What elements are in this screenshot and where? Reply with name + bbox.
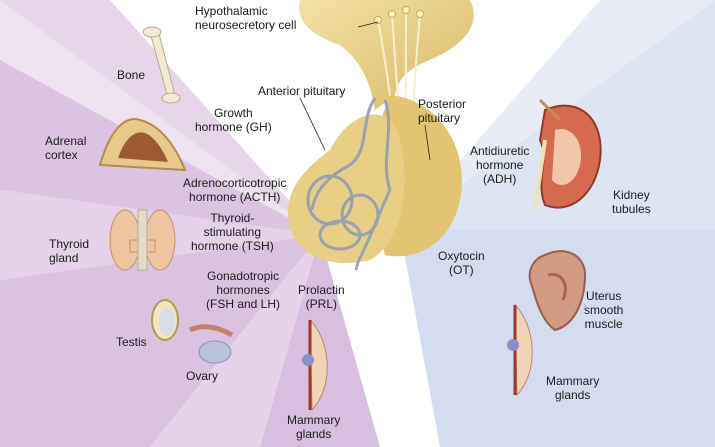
growth-hormone-label: Growth hormone (GH): [195, 106, 272, 134]
oxytocin-label: Oxytocin (OT): [438, 249, 485, 277]
kidney-illustration: [533, 98, 602, 211]
mammary-illustration-left: [302, 318, 328, 412]
hypothalamic-cell-label: Hypothalamic neurosecretory cell: [195, 4, 297, 32]
bone-illustration: [142, 26, 181, 104]
mammary-glands-left-label: Mammary glands: [287, 413, 341, 441]
uterus-illustration: [528, 250, 587, 332]
kidney-tubules-label: Kidney tubules: [612, 188, 651, 216]
gonadotropic-label: Gonadotropic hormones (FSH and LH): [206, 269, 281, 311]
portal-vessels: [306, 97, 392, 271]
bone-label: Bone: [117, 68, 146, 82]
anterior-pituitary-label: Anterior pituitary: [258, 84, 346, 98]
mammary-glands-right-label: Mammary glands: [546, 374, 600, 402]
testis-label: Testis: [116, 335, 147, 349]
uterus-label: Uterus smooth muscle: [584, 289, 624, 331]
testis-illustration: [151, 299, 179, 341]
axon-cell-bodies: [374, 6, 424, 24]
thyroid-gland-label: Thyroid gland: [49, 237, 90, 265]
mammary-illustration-right: [507, 303, 533, 397]
adrenal-cortex-label: Adrenal cortex: [45, 134, 87, 162]
prolactin-label: Prolactin (PRL): [298, 283, 345, 311]
adh-label: Antidiuretic hormone (ADH): [470, 144, 530, 186]
acth-label: Adrenocorticotropic hormone (ACTH): [183, 176, 287, 204]
tsh-label: Thyroid- stimulating hormone (TSH): [191, 211, 274, 253]
leader-lines: [299, 21, 431, 161]
thyroid-illustration: [109, 209, 176, 271]
ovary-illustration: [188, 324, 234, 364]
ovary-label: Ovary: [186, 369, 219, 383]
hypothalamus-tissue: [299, 0, 474, 110]
posterior-pituitary-label: Posterior pituitary: [418, 97, 467, 125]
